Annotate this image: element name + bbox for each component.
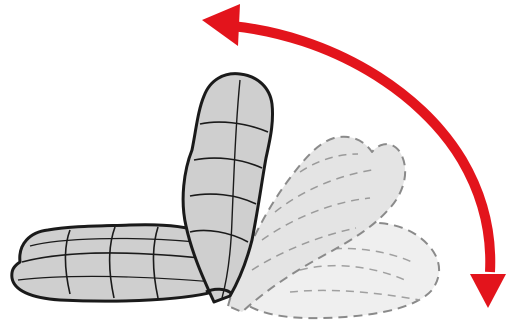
arrow-head-left — [202, 4, 240, 46]
ghost-reclined-body — [227, 135, 407, 313]
chair-seat — [10, 223, 222, 303]
arrow-head-down — [470, 274, 506, 308]
hinge — [205, 287, 234, 296]
chair-backrest-upright — [181, 72, 274, 304]
arrow-shaft — [231, 21, 496, 273]
curved-double-arrow-icon — [202, 4, 506, 308]
chair-backrest-flat-ghost — [239, 221, 441, 320]
ghost-flat-body — [239, 221, 441, 320]
chair-backrest-reclined-ghost — [227, 135, 407, 313]
